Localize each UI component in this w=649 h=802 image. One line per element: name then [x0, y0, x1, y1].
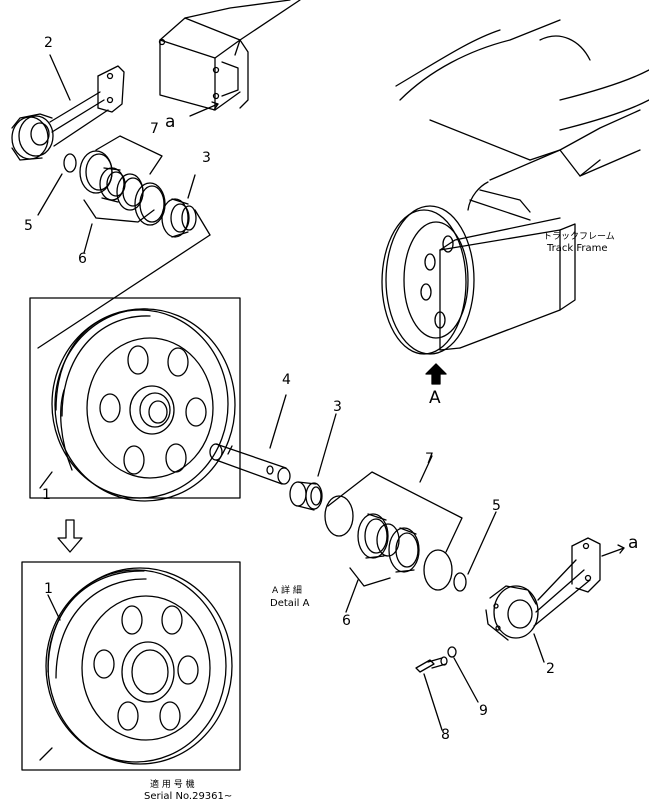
- arrow-label-a-right: a: [628, 533, 639, 553]
- idler-box-bottom: [21, 561, 241, 771]
- track-frame-en: Track Frame: [547, 243, 608, 254]
- idler-box-top: [29, 297, 241, 502]
- track-frame: [381, 19, 649, 355]
- arrow-a-top: [189, 101, 219, 117]
- yoke-bottom: [485, 537, 625, 663]
- shaft-and-bushing: [209, 394, 337, 511]
- serial-en: Serial No.29361~: [144, 791, 233, 802]
- bolt-and-washer: [415, 646, 479, 731]
- leader-lines-top: [37, 54, 211, 349]
- yoke-top: [11, 65, 125, 161]
- detail-a-jp: A 詳 細: [272, 586, 302, 596]
- callout-8: 8: [441, 727, 450, 743]
- frame-end-block: [158, 0, 301, 111]
- detail-a-en: Detail A: [270, 598, 310, 609]
- callout-1-top: 1: [42, 487, 51, 503]
- callout-7-top: 7: [150, 121, 159, 137]
- callout-6-top: 6: [78, 251, 87, 267]
- callout-3-mid: 3: [333, 399, 342, 415]
- callout-9: 9: [479, 703, 488, 719]
- callout-1-bottom: 1: [44, 581, 53, 597]
- view-arrow-A: [425, 363, 447, 385]
- callout-5-bottom: 5: [492, 498, 501, 514]
- callout-7-bottom: 7: [425, 451, 434, 467]
- track-frame-jp: トラックフレーム: [543, 232, 615, 242]
- callout-3-top: 3: [202, 150, 211, 166]
- callout-2-top: 2: [44, 35, 53, 51]
- down-arrow: [57, 519, 83, 553]
- arrow-label-a-top: a: [165, 112, 176, 132]
- seal-group-top: [63, 135, 197, 238]
- callout-5-top: 5: [24, 218, 33, 234]
- seal-group-bottom: [324, 455, 497, 613]
- serial-jp: 適 用 号 機: [150, 780, 195, 790]
- callout-2-bottom: 2: [546, 661, 555, 677]
- view-label-A: A: [429, 388, 441, 408]
- callout-6-bottom: 6: [342, 613, 351, 629]
- callout-4: 4: [282, 372, 291, 388]
